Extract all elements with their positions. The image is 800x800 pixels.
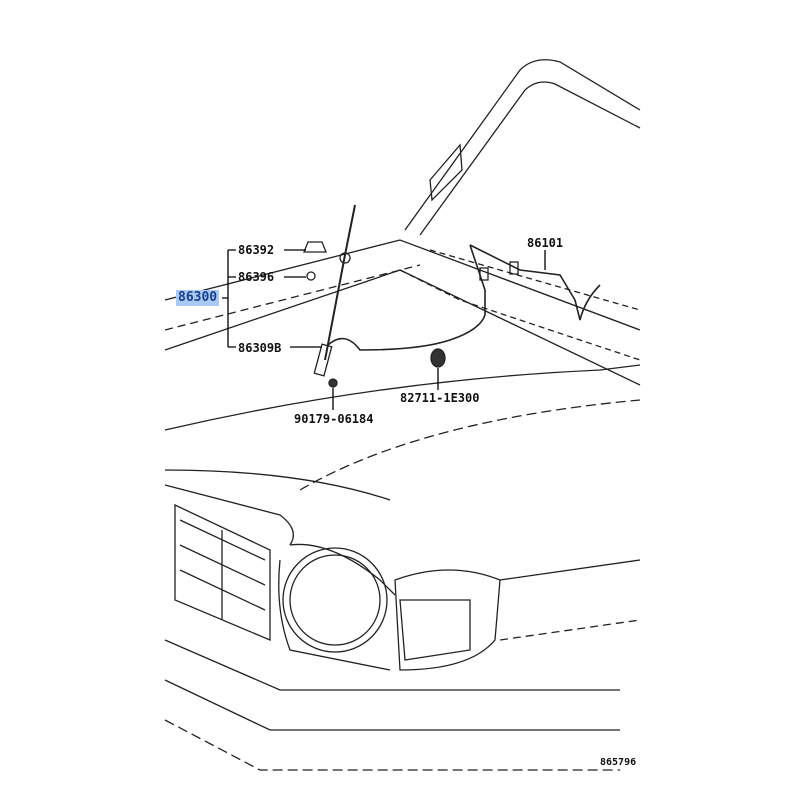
part-label[interactable]: 90179-06184 [294, 412, 374, 426]
part-label[interactable]: 82711-1E300 [400, 391, 480, 405]
part-label[interactable]: 86309B [238, 341, 282, 355]
illustration-reference: 865796 [600, 757, 637, 768]
assembly-label[interactable]: 86300 [176, 290, 220, 306]
part-label[interactable]: 86396 [238, 270, 275, 284]
part-label[interactable]: 86101 [527, 236, 564, 250]
part-label[interactable]: 86392 [238, 243, 275, 257]
